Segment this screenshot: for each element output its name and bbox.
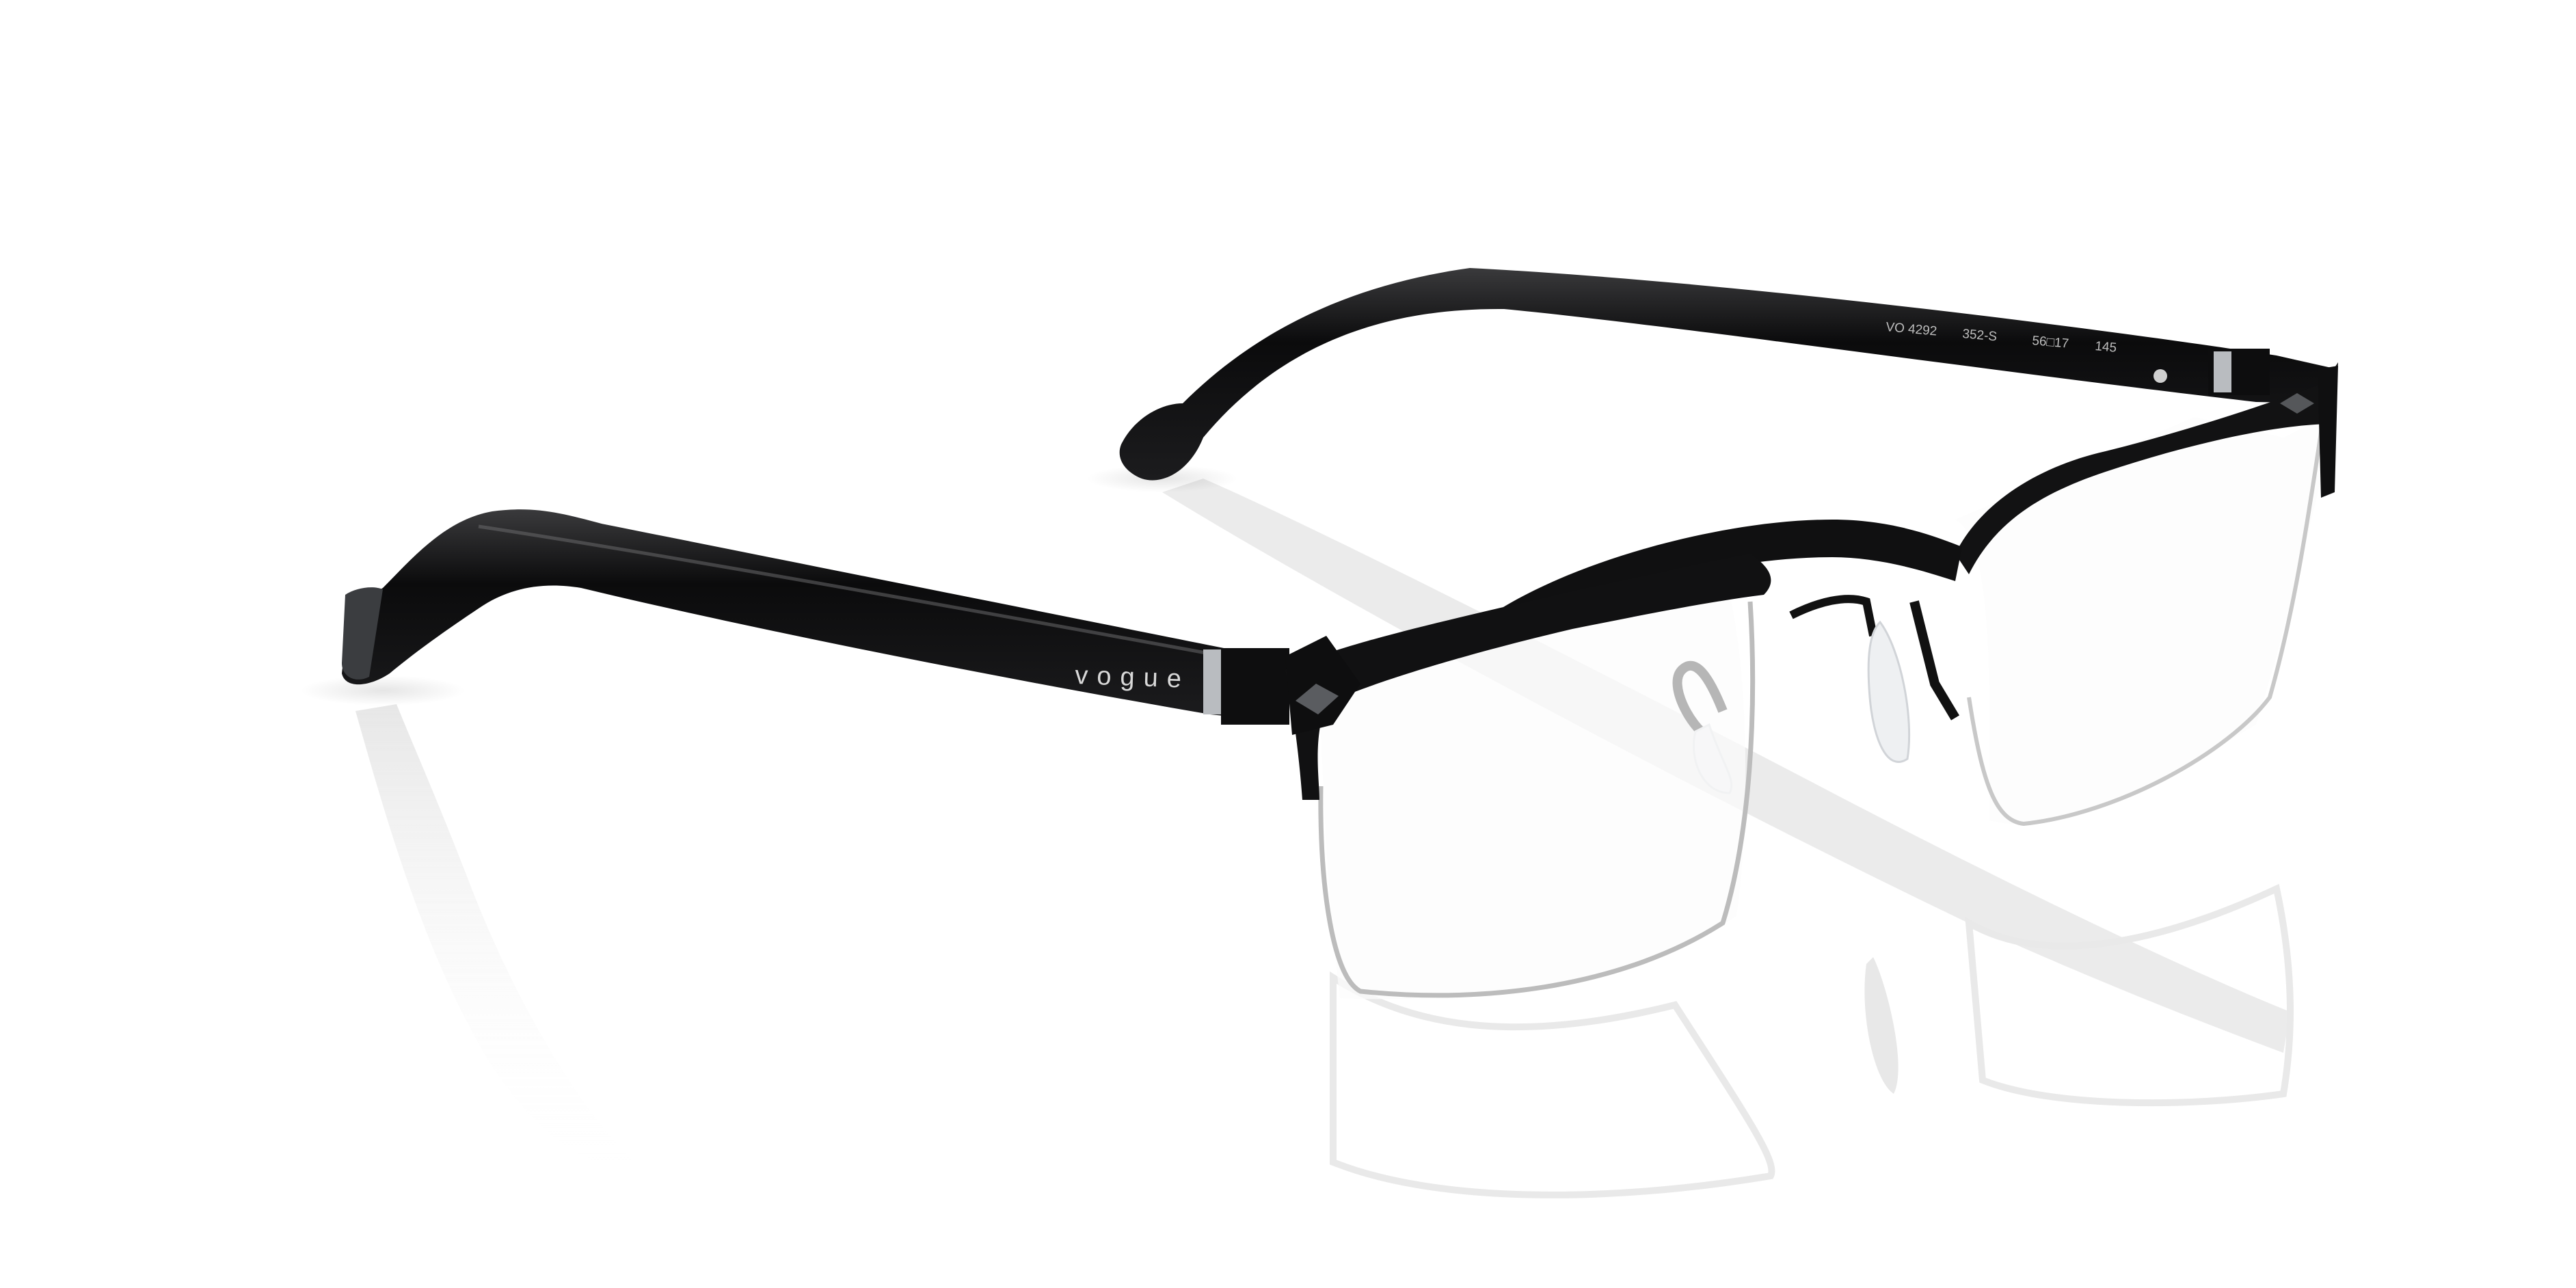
left-temple: vogue	[342, 509, 1292, 725]
brand-logo-text: vogue	[1075, 661, 1191, 694]
diamond-logo-icon	[1296, 684, 1339, 714]
left-hinge-accent	[1203, 649, 1221, 714]
right-temple: VO 4292 352-S 56□17 145	[1119, 268, 2335, 481]
left-temple-tip	[342, 587, 383, 680]
hinge-screw-icon	[2154, 369, 2167, 383]
right-lens	[1955, 362, 2338, 827]
left-temple-reflection	[355, 704, 636, 1166]
right-lens-reflection	[1965, 883, 2294, 1107]
right-hinge-accent	[2214, 351, 2231, 392]
diamond-logo-icon	[2280, 393, 2314, 414]
left-lens	[1285, 554, 1771, 999]
nosepad-reflection	[1864, 957, 1899, 1094]
size-print: 56□17	[2032, 334, 2069, 351]
shadow-left-tip	[301, 675, 465, 706]
right-nose-pad	[1867, 620, 1911, 763]
left-hinge	[1221, 648, 1289, 725]
color-code-print: 352-S	[1962, 327, 1998, 344]
temple-length-print: 145	[2095, 339, 2117, 355]
left-lens-reflection	[1330, 971, 1775, 1198]
